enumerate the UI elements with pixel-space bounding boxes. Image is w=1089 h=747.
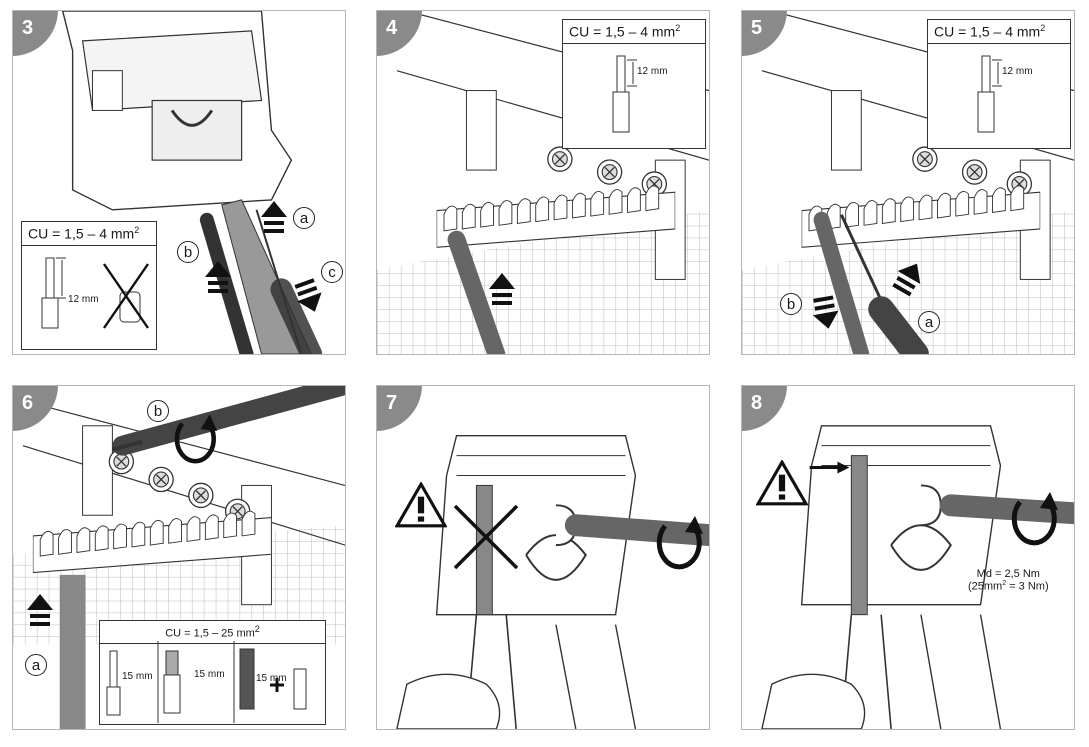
step-7-illustration <box>396 435 709 729</box>
panel-step-5: 5 CU = 1,5 – 4 mm2 12 mm a b <box>741 10 1075 355</box>
panel-step-7: 7 <box>376 385 710 730</box>
step-3-illustration <box>61 11 323 354</box>
callout-a: a <box>293 207 315 229</box>
direction-arrow-icon <box>203 261 233 301</box>
warning-triangle-icon <box>395 482 447 528</box>
prohibited-cross-icon <box>453 504 519 570</box>
step-badge: 3 <box>13 11 58 56</box>
dim-label: 15 mm <box>256 673 287 684</box>
rotation-arrow-icon <box>655 516 705 576</box>
callout-a: a <box>918 311 940 333</box>
torque-large-wire: (25mm2 = 3 Nm) <box>968 580 1049 593</box>
wire-spec-box: CU = 1,5 – 4 mm2 12 mm <box>21 221 157 350</box>
ferrule-diagram <box>612 55 637 133</box>
dim-label: 12 mm <box>1002 66 1033 77</box>
warning-triangle-icon <box>756 460 808 506</box>
dim-label: 12 mm <box>637 66 668 77</box>
spec-header: CU = 1,5 – 4 mm2 <box>563 20 705 44</box>
step-6-illustration <box>13 386 345 729</box>
callout-b: b <box>177 241 199 263</box>
panel-step-3: 3 CU = 1,5 – 4 mm2 12 mm a b c <box>12 10 346 355</box>
ferrule-diagram <box>106 641 307 723</box>
torque-spec: Md = 2,5 Nm (25mm2 = 3 Nm) <box>968 568 1049 593</box>
direction-arrow-icon <box>25 594 55 634</box>
rotation-arrow-icon <box>1010 492 1060 552</box>
ferrule-diagram <box>41 257 149 329</box>
spec-header: CU = 1,5 – 4 mm2 <box>22 222 156 246</box>
callout-b: b <box>147 400 169 422</box>
dim-label: 15 mm <box>194 669 225 680</box>
step-4-illustration <box>377 11 709 354</box>
panel-step-4: 4 CU = 1,5 – 4 mm2 12 mm <box>376 10 710 355</box>
rotation-arrow-icon <box>173 414 219 470</box>
wire-spec-box: CU = 1,5 – 25 mm2 15 mm 15 mm 15 mm <box>99 620 326 725</box>
callout-a: a <box>25 654 47 676</box>
dim-label: 15 mm <box>122 671 153 682</box>
ferrule-diagram <box>977 55 1002 133</box>
spec-header: CU = 1,5 – 25 mm2 <box>100 621 325 644</box>
wire-spec-box: CU = 1,5 – 4 mm2 12 mm <box>927 19 1071 149</box>
plus-icon <box>270 678 284 692</box>
torque-value: Md = 2,5 Nm <box>976 568 1040 580</box>
direction-arrow-icon <box>487 273 517 313</box>
panel-step-6: 6 CU = 1,5 – 25 mm2 15 mm 15 mm 15 mm <box>12 385 346 730</box>
step-8-illustration <box>761 425 1074 729</box>
callout-c: c <box>321 261 343 283</box>
dim-label: 12 mm <box>68 294 99 305</box>
spec-header: CU = 1,5 – 4 mm2 <box>928 20 1070 44</box>
direction-arrow-icon <box>259 201 289 241</box>
wire-spec-box: CU = 1,5 – 4 mm2 12 mm <box>562 19 706 149</box>
callout-b: b <box>780 293 802 315</box>
panel-step-8: 8 Md = 2,5 Nm (25mm2 = 3 Nm) <box>741 385 1075 730</box>
prohibited-cross-icon <box>103 263 149 329</box>
